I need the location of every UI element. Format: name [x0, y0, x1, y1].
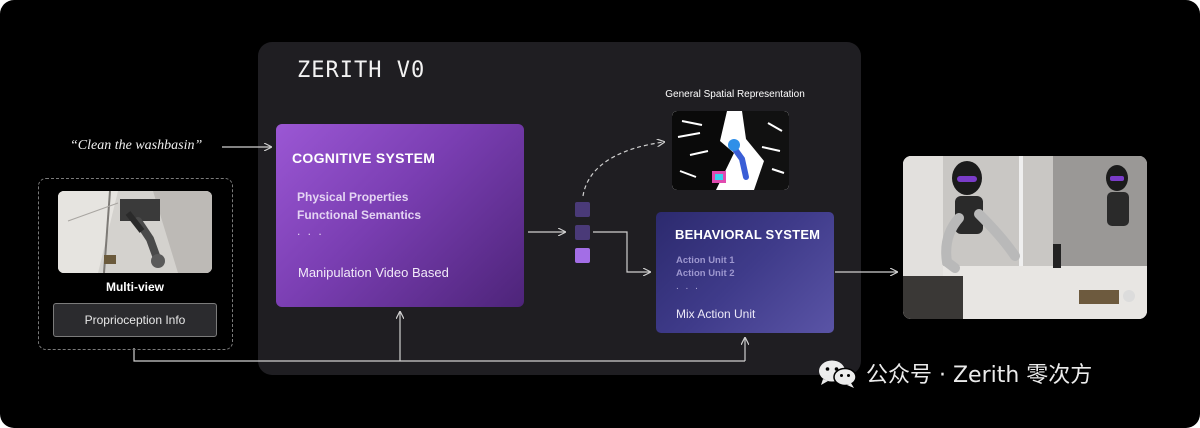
cognitive-system-block: COGNITIVE SYSTEM Physical Properties Fun…: [276, 124, 524, 307]
instruction-text: “Clean the washbasin”: [70, 138, 203, 153]
action-unit-item: Action Unit 1: [676, 255, 735, 266]
spatial-representation-image: [672, 111, 789, 190]
wechat-icon: [819, 360, 857, 388]
behavioral-system-title: BEHAVIORAL SYSTEM: [675, 227, 821, 242]
latent-token-3: [575, 248, 590, 263]
cognitive-item: Physical Properties: [297, 190, 409, 204]
multiview-camera-image: [58, 191, 212, 273]
watermark-text: 公众号 · Zerith 零次方: [866, 363, 1093, 388]
behavioral-ellipsis: . . .: [676, 281, 700, 292]
latent-token-1: [575, 202, 590, 217]
behavioral-system-block: BEHAVIORAL SYSTEM Action Unit 1 Action U…: [656, 212, 834, 333]
cognitive-footer: Manipulation Video Based: [298, 265, 449, 280]
cognitive-items: Physical Properties Functional Semantics: [297, 188, 421, 224]
spatial-representation-label: General Spatial Representation: [665, 89, 805, 100]
behavioral-footer: Mix Action Unit: [676, 307, 756, 321]
cognitive-system-title: COGNITIVE SYSTEM: [292, 150, 436, 166]
latent-token-2: [575, 225, 590, 240]
behavioral-items: Action Unit 1 Action Unit 2: [676, 254, 735, 280]
tokens-to-behavioral-arrow: [593, 231, 650, 272]
proprioception-info-box: Proprioception Info: [53, 303, 217, 337]
feedback-line: [133, 348, 745, 362]
diagram-title: ZERITH V0: [297, 58, 426, 83]
spatial-dashed-arrow: [582, 142, 664, 197]
multiview-label: Multi-view: [105, 280, 164, 294]
cognitive-ellipsis: . . .: [297, 224, 324, 238]
action-unit-item: Action Unit 2: [676, 268, 735, 279]
multiview-input-group: [38, 178, 233, 350]
wechat-watermark: 公众号 · Zerith 零次方: [816, 357, 1092, 389]
cognitive-item: Functional Semantics: [297, 208, 422, 222]
robot-output-image: [903, 156, 1147, 319]
